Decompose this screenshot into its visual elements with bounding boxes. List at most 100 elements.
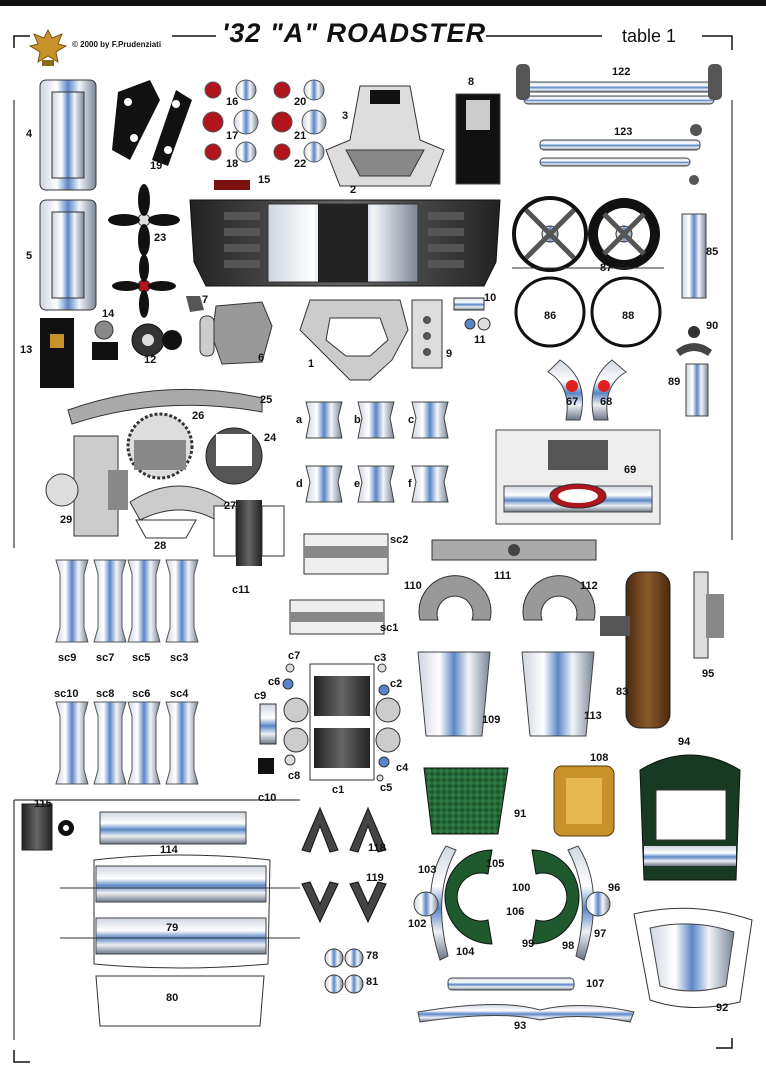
c-small-parts [258, 663, 390, 782]
part-label-psc4: sc4 [170, 688, 189, 700]
top-border-bar [0, 0, 766, 6]
part-94-shape [639, 754, 741, 881]
part-label-p86: 86 [544, 310, 557, 322]
part-118-119-shape [301, 806, 387, 924]
parts-a-f [305, 401, 449, 503]
part-8-shape [455, 93, 501, 185]
part-label-p12: 12 [144, 354, 157, 366]
part-label-psc6: sc6 [132, 688, 151, 700]
part-label-p26: 26 [192, 410, 205, 422]
part-11-shape [464, 317, 491, 331]
part-87-shape [512, 196, 664, 272]
part-sc1-shape [289, 599, 385, 635]
part-label-p15: 15 [258, 174, 271, 186]
part-label-p105: 105 [486, 858, 505, 870]
part-label-p115: 115 [34, 798, 52, 810]
part-label-p114: 114 [160, 844, 178, 856]
eagle-emblem-icon [28, 26, 68, 68]
part-label-p95: 95 [702, 668, 715, 680]
part-label-p6: 6 [258, 352, 265, 364]
part-93-shape [417, 1004, 635, 1023]
part-label-p28: 28 [154, 540, 167, 552]
part-label-pc: c [408, 414, 415, 426]
part-label-p67: 67 [566, 396, 579, 408]
part-label-psc5: sc5 [132, 652, 151, 664]
part-12-shape [131, 323, 182, 357]
part-13-shape [40, 318, 74, 388]
part-23-shape [108, 184, 180, 318]
part-92-shape [633, 907, 753, 1008]
part-label-p8: 8 [468, 76, 475, 88]
part-label-p68: 68 [600, 396, 613, 408]
part-label-p14: 14 [102, 308, 115, 320]
part-24-shape [205, 427, 263, 485]
part-5-shape [39, 199, 97, 311]
part-label-pc9: c9 [254, 690, 267, 702]
fender-parts [413, 845, 611, 961]
part-label-p10: 10 [484, 292, 497, 304]
part-label-p89: 89 [668, 376, 681, 388]
part-label-p21: 21 [294, 130, 307, 142]
part-label-p93: 93 [514, 1020, 527, 1032]
part-label-p92: 92 [716, 1002, 729, 1014]
part-label-pa: a [296, 414, 303, 426]
part-label-p18: 18 [226, 158, 239, 170]
part-114-shape [99, 811, 247, 845]
part-88-shape [590, 276, 662, 348]
part-label-p97: 97 [594, 928, 607, 940]
part-79-shape [60, 854, 300, 969]
part-label-p9: 9 [446, 348, 453, 360]
part-label-p83: 83 [616, 686, 629, 698]
part-123-shape [539, 124, 702, 185]
part-110-shape [418, 575, 492, 621]
part-label-p80: 80 [166, 992, 179, 1004]
part-10-shape [453, 297, 485, 311]
part-sc2-shape [303, 533, 389, 575]
part-label-pc5: c5 [380, 782, 393, 794]
part-9-shape [411, 299, 443, 369]
sheet-number: table 1 [622, 26, 677, 46]
part-80-shape [95, 975, 265, 1027]
part-label-psc2: sc2 [390, 534, 409, 546]
part-29-shape [45, 435, 128, 537]
part-label-p13: 13 [20, 344, 33, 356]
part-label-p113: 113 [584, 710, 602, 722]
part-label-pe: e [354, 478, 361, 490]
part-label-pc1: c1 [332, 784, 345, 796]
part-label-p25: 25 [260, 394, 273, 406]
part-label-p4: 4 [26, 128, 33, 140]
part-label-psc8: sc8 [96, 688, 115, 700]
part-label-p78: 78 [366, 950, 379, 962]
part-label-p5: 5 [26, 250, 33, 262]
part-111-shape [431, 539, 597, 561]
part-115-shape [21, 803, 74, 851]
part-label-p94: 94 [678, 736, 691, 748]
part-label-pc10: c10 [258, 792, 277, 804]
part-83-shape [600, 571, 671, 729]
copyright-symbol: © [72, 40, 78, 49]
part-107-shape [447, 977, 575, 991]
part-label-p91: 91 [514, 808, 527, 820]
part-label-p102: 102 [408, 918, 427, 930]
part-label-p16: 16 [226, 96, 239, 108]
part-6-shape [199, 301, 273, 365]
part-108-shape [553, 765, 615, 837]
part-c1-shape [283, 663, 401, 781]
part-label-pc11: c11 [232, 584, 250, 596]
part-69-shape [495, 429, 661, 525]
part-label-p11: 11 [474, 334, 486, 346]
part-label-psc1: sc1 [380, 622, 399, 634]
part-label-p2: 2 [350, 184, 357, 196]
part-label-p1: 1 [308, 358, 315, 370]
part-2-shape [189, 199, 501, 287]
part-label-p112: 112 [580, 580, 598, 592]
part-67-68-shape [547, 359, 627, 421]
part-label-pf: f [408, 478, 412, 490]
part-3-shape [325, 85, 445, 187]
part-label-psc7: sc7 [96, 652, 115, 664]
part-label-pc3: c3 [374, 652, 387, 664]
part-19-shape [112, 80, 192, 166]
part-label-pc4: c4 [396, 762, 409, 774]
part-label-p108: 108 [590, 752, 609, 764]
